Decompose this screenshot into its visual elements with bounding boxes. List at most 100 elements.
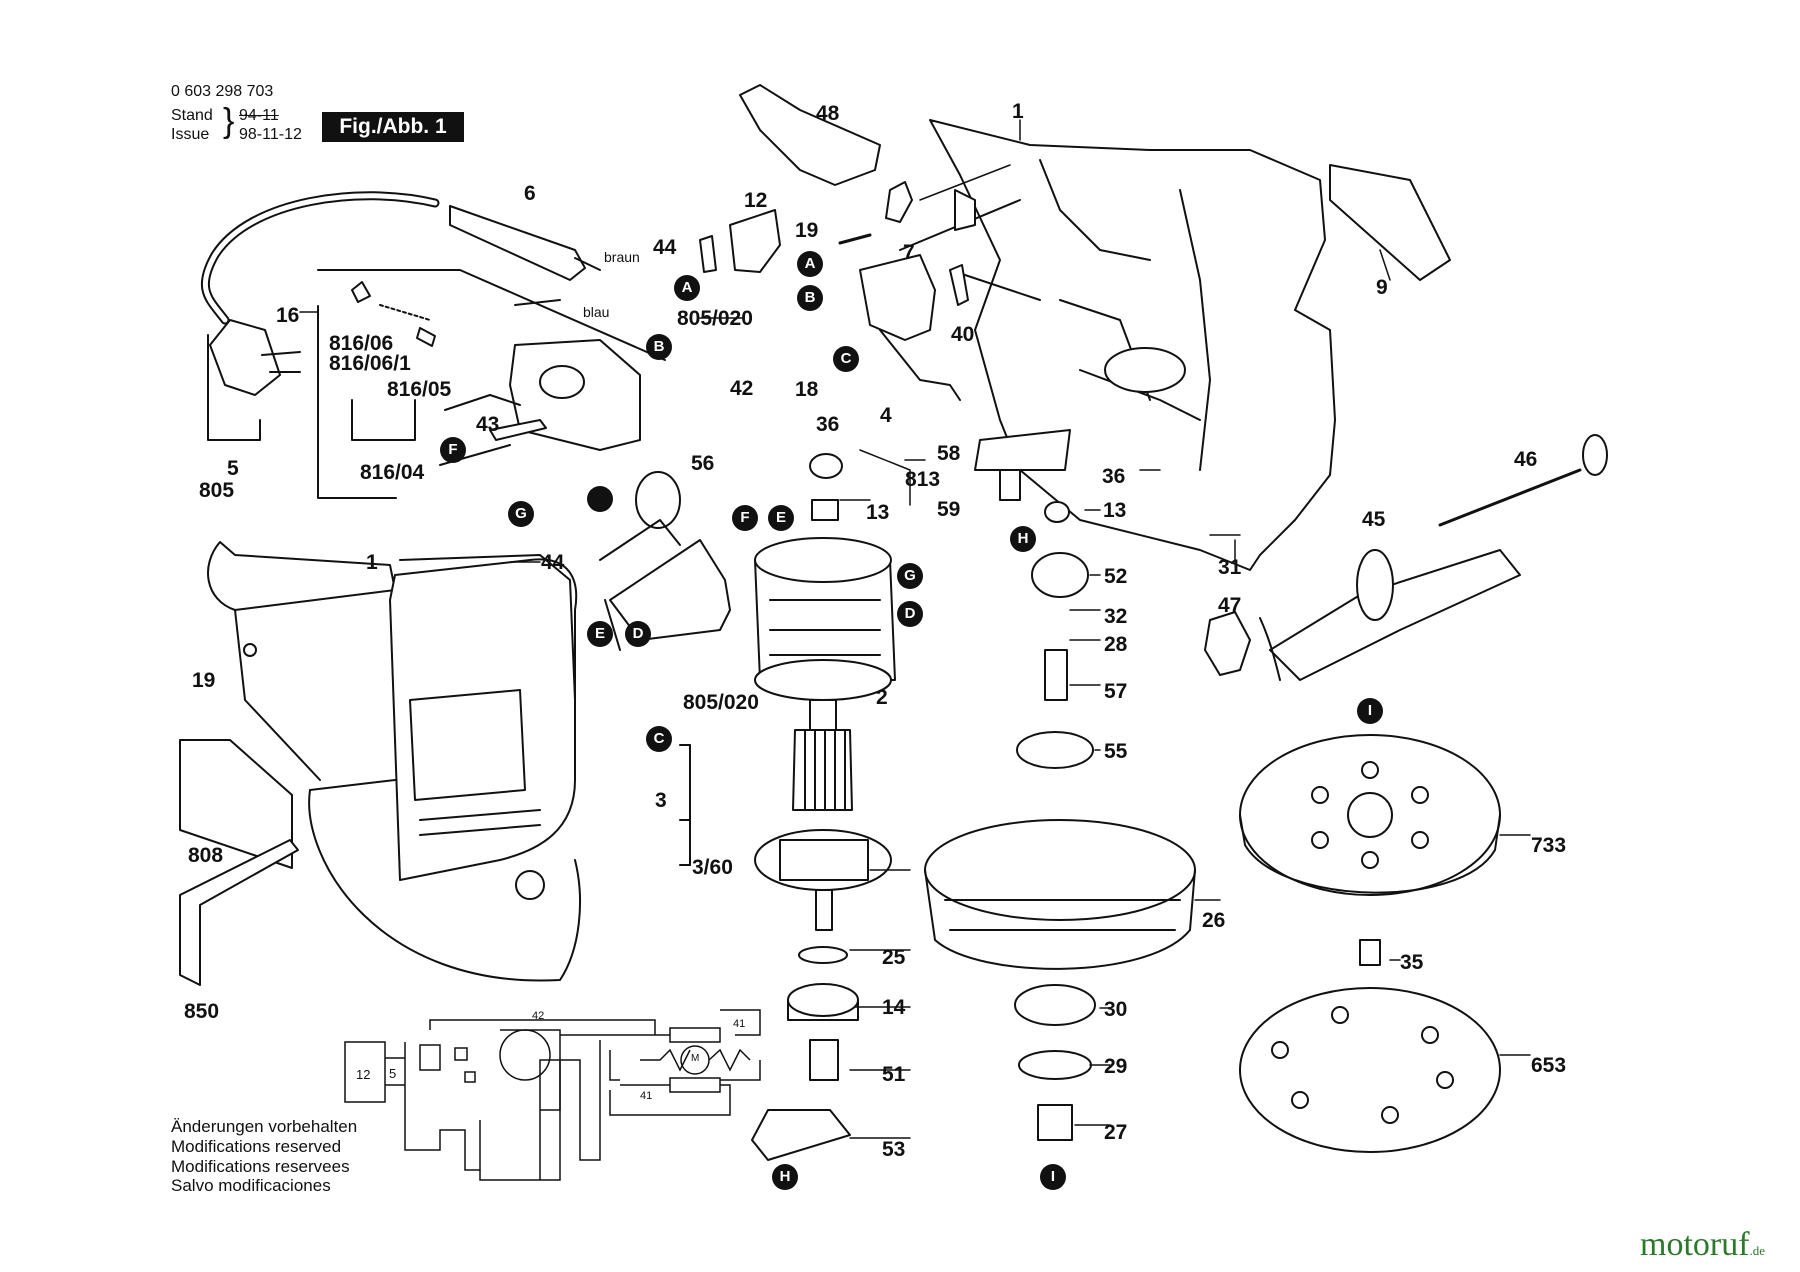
label-part-27: 27	[1104, 1121, 1128, 1144]
label-part-1-top: 1	[1012, 100, 1024, 123]
label-part-53: 53	[882, 1138, 906, 1161]
label-part-816-04: 816/04	[360, 461, 425, 484]
label-part-805: 805	[199, 479, 235, 502]
label-part-58: 58	[937, 442, 961, 465]
part-number: 0 603 298 703	[171, 83, 274, 100]
label-part-14: 14	[882, 996, 906, 1019]
schematic-label-42: 42	[532, 1010, 545, 1022]
eccentric-assembly-part	[809, 429, 1196, 1141]
connector-marker-c: C	[833, 346, 859, 372]
label-part-805-020-a: 805/020	[677, 307, 753, 330]
label-part-3: 3	[655, 789, 667, 812]
label-part-36-a: 36	[816, 413, 840, 436]
label-part-29: 29	[1104, 1055, 1128, 1078]
label-part-733: 733	[1531, 834, 1567, 857]
schematic-label-12: 12	[356, 1067, 371, 1082]
issue-date: 98-11-12	[239, 126, 302, 143]
connector-marker-d: D	[625, 621, 651, 647]
label-part-6: 6	[524, 182, 536, 205]
figure-label: Fig./Abb. 1	[322, 112, 464, 142]
sanding-pads-part	[1239, 734, 1501, 1153]
connector-marker-f: F	[440, 437, 466, 463]
connector-marker-dot	[587, 486, 613, 512]
label-part-55: 55	[1104, 740, 1128, 763]
side-handle-part	[1204, 434, 1608, 681]
label-part-18: 18	[795, 378, 819, 401]
connector-marker-g: G	[897, 563, 923, 589]
connector-marker-b: B	[797, 285, 823, 311]
label-part-48: 48	[816, 102, 840, 125]
connector-marker-i: I	[1040, 1164, 1066, 1190]
watermark-logo: motoruf.de	[1640, 1226, 1766, 1263]
label-part-16: 16	[276, 304, 300, 327]
side-pads-part	[179, 164, 1451, 986]
label-part-44-b: 44	[541, 551, 565, 574]
electronic-board-part	[599, 471, 731, 651]
connector-marker-c: C	[646, 726, 672, 752]
label-part-40: 40	[951, 323, 975, 346]
label-part-13-b: 13	[1103, 499, 1127, 522]
connector-marker-e: E	[587, 621, 613, 647]
label-part-47: 47	[1218, 594, 1242, 617]
label-part-2: 2	[876, 686, 888, 709]
connector-marker-h: H	[772, 1164, 798, 1190]
connector-marker-i: I	[1357, 698, 1383, 724]
connector-marker-d: D	[897, 601, 923, 627]
label-wire-blau: blau	[583, 304, 610, 320]
issue-label: Issue	[171, 126, 210, 143]
schematic-label-41-bottom: 41	[640, 1090, 653, 1102]
label-part-816-06: 816/06	[329, 332, 394, 355]
label-part-808: 808	[188, 844, 224, 867]
label-part-30: 30	[1104, 998, 1128, 1021]
label-part-45: 45	[1362, 508, 1386, 531]
label-part-46: 46	[1514, 448, 1538, 471]
label-wire-braun: braun	[604, 249, 640, 265]
brace-glyph: }	[223, 102, 235, 140]
connector-marker-b: B	[646, 334, 672, 360]
label-part-51: 51	[882, 1063, 906, 1086]
power-cord-part	[201, 191, 601, 441]
small-parts-top	[699, 84, 969, 306]
motor-armature-part	[679, 537, 896, 1161]
label-part-805-020-b: 805/020	[683, 691, 759, 714]
schematic-label-41-top: 41	[733, 1018, 746, 1030]
note-english: Modifications reserved	[171, 1137, 342, 1156]
label-part-31: 31	[1218, 556, 1242, 579]
stand-label: Stand	[171, 107, 213, 124]
label-part-44-a: 44	[653, 236, 677, 259]
label-part-35: 35	[1400, 951, 1424, 974]
connector-marker-g: G	[508, 501, 534, 527]
connector-marker-a: A	[674, 275, 700, 301]
label-part-3-60: 3/60	[692, 856, 733, 879]
label-part-7: 7	[903, 241, 915, 264]
connector-marker-a: A	[797, 251, 823, 277]
connector-marker-e: E	[768, 505, 794, 531]
assembled-sander-part	[207, 541, 581, 982]
label-part-32: 32	[1104, 605, 1128, 628]
label-part-816-05: 816/05	[387, 378, 452, 401]
label-part-1-left: 1	[366, 551, 378, 574]
label-part-4: 4	[880, 404, 892, 427]
label-part-56: 56	[691, 452, 715, 475]
note-french: Modifications reservees	[171, 1157, 350, 1176]
housing-part	[859, 119, 1336, 571]
label-part-13-a: 13	[866, 501, 890, 524]
label-part-26: 26	[1202, 909, 1226, 932]
label-part-57: 57	[1104, 680, 1128, 703]
label-part-12: 12	[744, 189, 768, 212]
schematic-motor-symbol: M	[691, 1053, 700, 1064]
label-part-850: 850	[184, 1000, 220, 1023]
switch-assembly-part	[317, 269, 666, 499]
label-part-25: 25	[882, 946, 906, 969]
leader-lines	[299, 119, 1531, 1139]
note-spanish: Salvo modificaciones	[171, 1176, 331, 1195]
connector-marker-h: H	[1010, 526, 1036, 552]
wiring-schematic	[344, 1009, 761, 1181]
label-part-52: 52	[1104, 565, 1128, 588]
label-part-28: 28	[1104, 633, 1128, 656]
label-part-42: 42	[730, 377, 754, 400]
label-part-816-06-1: 816/06/1	[329, 352, 411, 375]
label-part-43: 43	[476, 413, 500, 436]
label-part-19-a: 19	[795, 219, 819, 242]
